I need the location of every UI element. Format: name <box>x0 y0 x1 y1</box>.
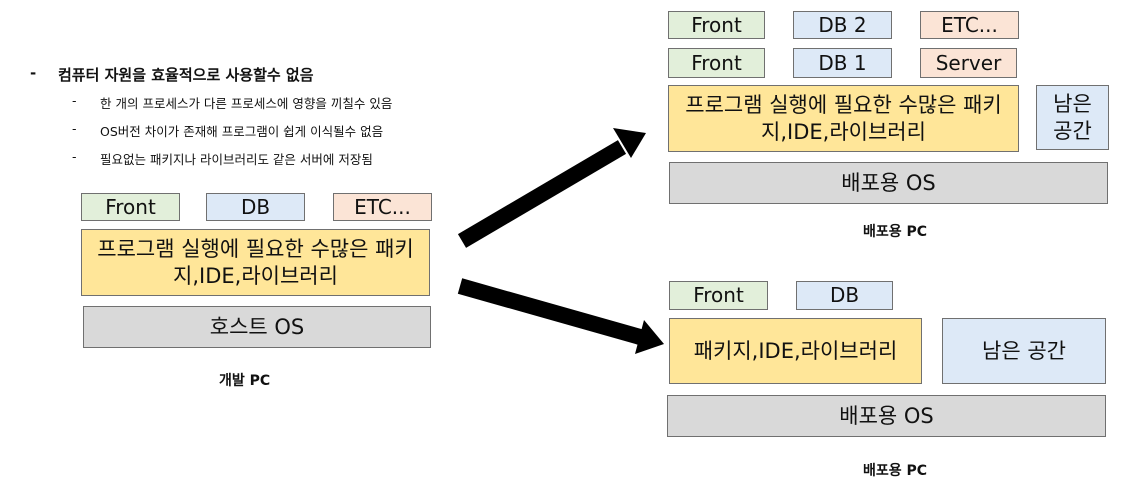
notes-list: - 컴퓨터 자원을 효율적으로 사용할수 없음 - 한 개의 프로세스가 다른 … <box>30 64 460 177</box>
note-main: - 컴퓨터 자원을 효율적으로 사용할수 없음 <box>30 64 460 85</box>
arrow-down-shaft <box>457 278 643 345</box>
arrow-down-head <box>635 320 664 354</box>
deploy2-db-box: DB <box>796 281 893 310</box>
deploy1-front-box-top: Front <box>668 11 765 39</box>
note-sub: - 한 개의 프로세스가 다른 프로세스에 영향을 끼칠수 있음 <box>72 93 460 112</box>
dev-front-box: Front <box>81 193 180 221</box>
note-main-text: 컴퓨터 자원을 효율적으로 사용할수 없음 <box>58 66 314 84</box>
deploy2-packages-box: 패키지,IDE,라이브러리 <box>669 318 922 384</box>
deploy1-pc-caption: 배포용 PC <box>863 224 928 240</box>
dev-host-os-box: 호스트 OS <box>83 306 431 348</box>
deploy1-os-box: 배포용 OS <box>669 162 1108 204</box>
dev-etc-box: ETC... <box>333 193 432 221</box>
deploy2-pc-caption: 배포용 PC <box>863 463 928 479</box>
deploy1-front-box: Front <box>668 48 765 78</box>
deploy1-packages-box: 프로그램 실행에 필요한 수많은 패키지,IDE,라이브러리 <box>668 85 1019 152</box>
deploy2-free-space-box: 남은 공간 <box>942 318 1106 384</box>
deploy2-os-box: 배포용 OS <box>667 395 1106 437</box>
deploy1-server-box: Server <box>920 48 1017 78</box>
bullet-dash: - <box>72 121 77 136</box>
dev-packages-box: 프로그램 실행에 필요한 수많은 패키지,IDE,라이브러리 <box>81 229 430 296</box>
bullet-dash: - <box>72 93 77 108</box>
bullet-dash: - <box>72 149 77 164</box>
note-sub-text: OS버전 차이가 존재해 프로그램이 쉽게 이식될수 없음 <box>100 124 384 139</box>
dev-pc-caption: 개발 PC <box>219 373 271 389</box>
dev-db-box: DB <box>206 193 305 221</box>
note-sub: - OS버전 차이가 존재해 프로그램이 쉽게 이식될수 없음 <box>72 121 460 140</box>
arrow-up-shaft <box>457 140 627 248</box>
note-sub-text: 필요없는 패키지나 라이브러리도 같은 서버에 저장됨 <box>100 152 373 167</box>
bullet-dash: - <box>30 64 37 82</box>
deploy1-db1-box: DB 1 <box>793 48 892 78</box>
deploy1-db2-box: DB 2 <box>793 11 892 39</box>
note-sub-text: 한 개의 프로세스가 다른 프로세스에 영향을 끼칠수 있음 <box>100 96 393 111</box>
note-sub: - 필요없는 패키지나 라이브러리도 같은 서버에 저장됨 <box>72 149 460 168</box>
deploy2-front-box: Front <box>669 281 768 310</box>
arrow-up-head <box>613 128 646 158</box>
deploy1-free-space-box: 남은 공간 <box>1036 85 1109 150</box>
deploy1-etc-box: ETC... <box>920 11 1019 39</box>
